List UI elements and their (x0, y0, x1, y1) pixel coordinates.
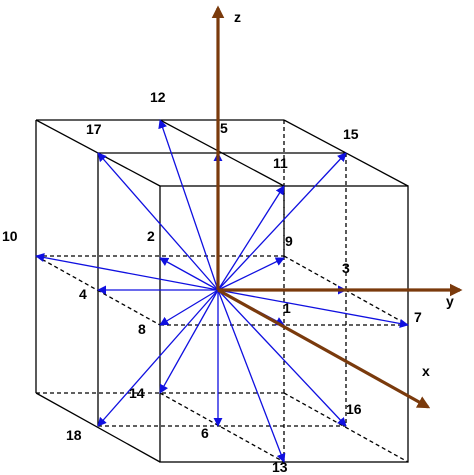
connector-bottom-left (35, 392, 161, 463)
axis-labels: z y x (234, 9, 454, 379)
vector-15 (217, 152, 347, 291)
vector-label-10: 10 (2, 228, 18, 244)
vector-label-3: 3 (342, 260, 350, 276)
vector-2 (159, 257, 219, 291)
vector-9 (217, 257, 285, 291)
vector-18 (97, 289, 219, 427)
vector-8 (159, 289, 219, 326)
vector-7 (217, 289, 409, 328)
vector-labels: 1 2 3 4 5 6 7 8 9 10 11 12 13 14 15 16 1… (2, 89, 422, 475)
vector-label-13: 13 (272, 459, 288, 475)
vector-label-9: 9 (285, 233, 293, 249)
vector-label-11: 11 (273, 155, 288, 171)
z-axis-label: z (234, 9, 241, 25)
vector-13 (217, 289, 286, 463)
vector-label-1: 1 (283, 300, 291, 316)
vector-label-4: 4 (79, 286, 87, 302)
vector-label-14: 14 (129, 385, 145, 401)
vector-label-15: 15 (343, 126, 359, 142)
vector-label-12: 12 (150, 89, 166, 105)
vector-label-7: 7 (414, 309, 422, 325)
x-axis-label: x (422, 363, 430, 379)
vector-label-2: 2 (147, 228, 155, 244)
vector-label-18: 18 (66, 427, 82, 443)
y-axis-label: y (446, 293, 454, 309)
vector-label-17: 17 (86, 121, 102, 137)
vector-12 (158, 119, 219, 291)
vector-14 (159, 289, 219, 394)
vector-17 (97, 152, 219, 291)
vector-10 (35, 253, 219, 291)
connector-mid-bottom-left (159, 392, 285, 463)
vector-label-8: 8 (138, 321, 146, 337)
vector-label-5: 5 (220, 120, 228, 136)
vector-16 (217, 289, 347, 427)
coordinate-axes (211, 5, 463, 409)
x-axis (217, 288, 431, 409)
vector-label-6: 6 (201, 425, 209, 441)
vector-11 (217, 185, 285, 291)
connector-bottom-right (283, 392, 409, 463)
vector-label-16: 16 (346, 401, 362, 417)
